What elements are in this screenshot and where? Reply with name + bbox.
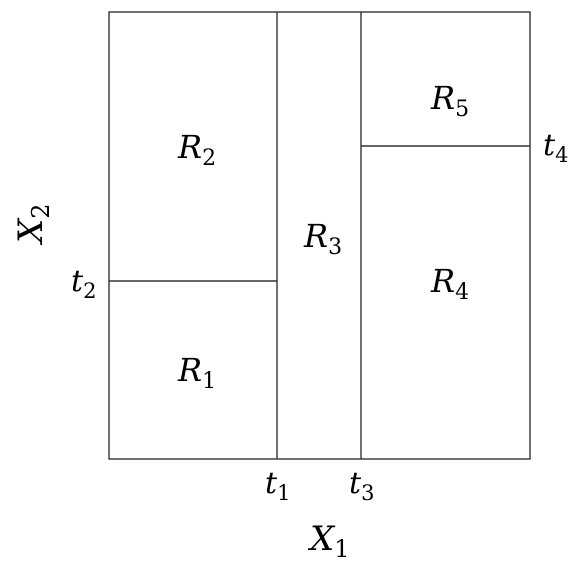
region-label-r3: R3	[303, 217, 342, 260]
threshold-label-t3: t3	[349, 466, 374, 505]
threshold-label-t1: t1	[265, 466, 290, 505]
region-label-r1: R1	[177, 351, 216, 394]
threshold-label-t2: t2	[71, 264, 96, 303]
feature-space-frame	[108, 11, 531, 460]
x-axis-label: X1	[307, 519, 350, 563]
y-axis-label: X2	[11, 204, 55, 247]
region-label-r4: R4	[430, 262, 469, 305]
region-label-r2: R2	[177, 128, 216, 171]
threshold-label-t4: t4	[543, 128, 568, 167]
y-axis-label-group: X2	[11, 204, 55, 247]
region-label-r5: R5	[430, 79, 469, 122]
